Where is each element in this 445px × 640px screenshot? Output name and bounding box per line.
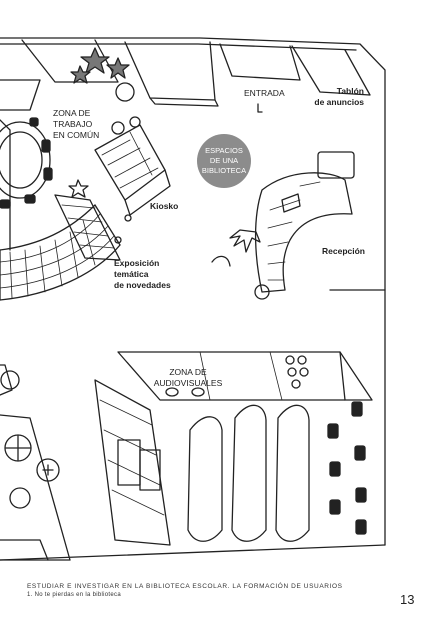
exposicion-line3: de novedades — [114, 280, 171, 290]
audiovisuales-line1: ZONA DE — [169, 367, 207, 377]
badge-line1: ESPACIOS — [205, 146, 243, 155]
audiovisuales-label: ZONA DE AUDIOVISUALES — [150, 367, 226, 389]
footer: ESTUDIAR E INVESTIGAR EN LA BIBLIOTECA E… — [27, 582, 343, 600]
entrada-label: ENTRADA — [244, 88, 285, 99]
zona-trabajo-label: ZONA DE TRABAJO EN COMÚN — [53, 108, 99, 141]
zona-trabajo-line2: TRABAJO — [53, 119, 93, 129]
zona-trabajo-line1: ZONA DE — [53, 108, 91, 118]
espacios-badge: ESPACIOS DE UNA BIBLIOTECA — [197, 134, 251, 188]
entrada-text: ENTRADA — [244, 88, 285, 98]
tablon-line2: de anuncios — [314, 97, 364, 107]
footer-title: ESTUDIAR E INVESTIGAR EN LA BIBLIOTECA E… — [27, 583, 343, 590]
exposicion-line1: Exposición — [114, 258, 160, 268]
page-number: 13 — [400, 592, 415, 607]
exposicion-line2: temática — [114, 269, 149, 279]
recepcion-label: Recepción — [322, 246, 365, 257]
badge-line3: BIBLIOTECA — [201, 166, 247, 175]
recepcion-text: Recepción — [322, 246, 365, 256]
tablon-label: Tablón de anuncios — [314, 86, 364, 108]
audiovisuales-line2: AUDIOVISUALES — [153, 378, 223, 388]
exposicion-label: Exposición temática de novedades — [114, 258, 171, 291]
kiosko-label: Kiosko — [150, 201, 178, 212]
kiosko-text: Kiosko — [150, 201, 179, 211]
zona-trabajo-line3: EN COMÚN — [53, 130, 100, 140]
badge-line2: DE UNA — [209, 156, 239, 165]
footer-subtitle: 1. No te pierdas en la biblioteca — [27, 592, 121, 598]
tablon-line1: Tablón — [336, 86, 364, 96]
